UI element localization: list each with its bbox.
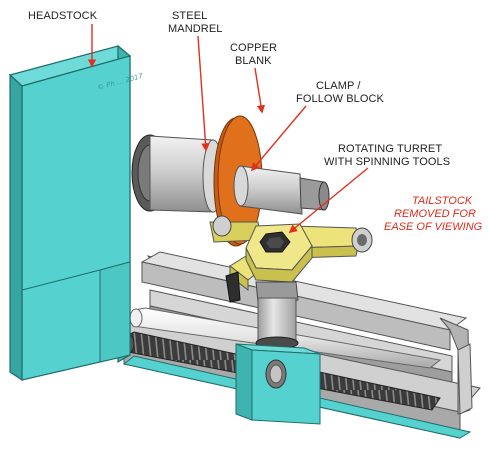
cross-slide xyxy=(235,343,321,425)
label-turret-line2: WITH SPINNING TOOLS xyxy=(324,156,450,168)
clamp-follow-block xyxy=(233,165,330,215)
label-tailstock-line3: EASE OF VIEWING xyxy=(384,221,483,233)
callout-arrows xyxy=(87,24,369,234)
label-clamp-line1: CLAMP / xyxy=(316,80,361,92)
arrow-clamp xyxy=(250,105,307,172)
label-turret-line1: ROTATING TURRET xyxy=(338,143,442,155)
label-tailstock-line1: TAILSTOCK xyxy=(412,195,473,207)
label-steel-mandrel-line1: STEEL xyxy=(172,10,207,22)
label-clamp-line2: FOLLOW BLOCK xyxy=(296,93,385,105)
label-steel-mandrel-line2: MANDREL xyxy=(168,23,223,35)
arrow-steel-mandrel xyxy=(197,35,210,152)
rotating-turret xyxy=(209,215,373,303)
arrow-turret xyxy=(288,167,369,234)
labels: HEADSTOCK STEEL MANDREL COPPER BLANK CLA… xyxy=(28,10,483,233)
label-copper-blank-line1: COPPER xyxy=(230,42,277,54)
arrow-copper-blank xyxy=(254,67,266,114)
label-headstock: HEADSTOCK xyxy=(28,10,98,22)
headstock: © Ph ... 2017 xyxy=(8,44,144,382)
steel-mandrel xyxy=(131,134,224,213)
label-tailstock-line2: REMOVED FOR xyxy=(394,208,476,220)
label-copper-blank-line2: BLANK xyxy=(235,55,272,67)
turret-post xyxy=(255,281,299,350)
